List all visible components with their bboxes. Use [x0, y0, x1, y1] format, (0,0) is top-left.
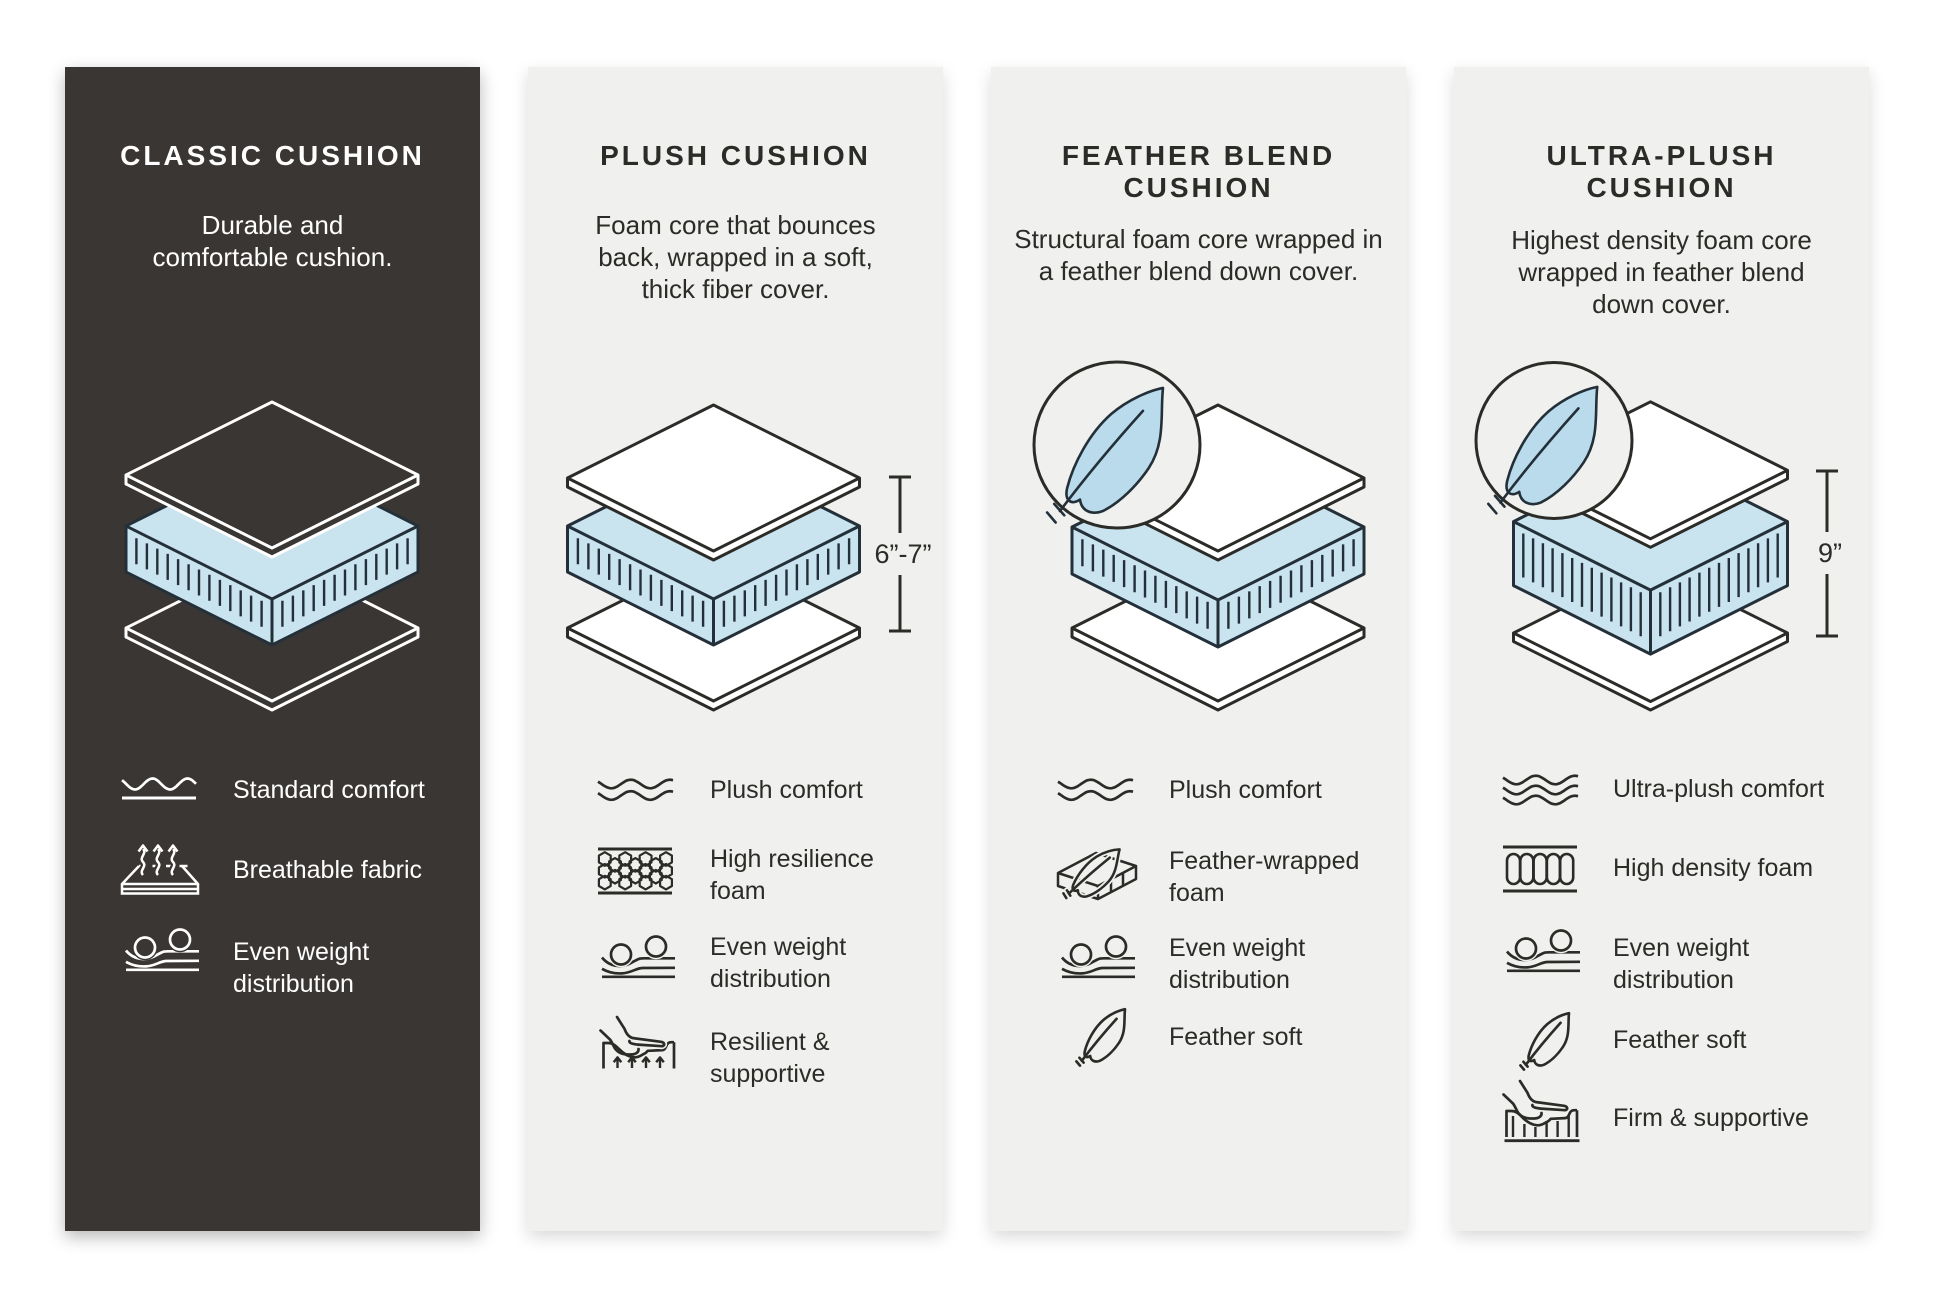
- svg-text:9”: 9”: [1818, 538, 1842, 568]
- svg-text:6”-7”: 6”-7”: [874, 539, 931, 569]
